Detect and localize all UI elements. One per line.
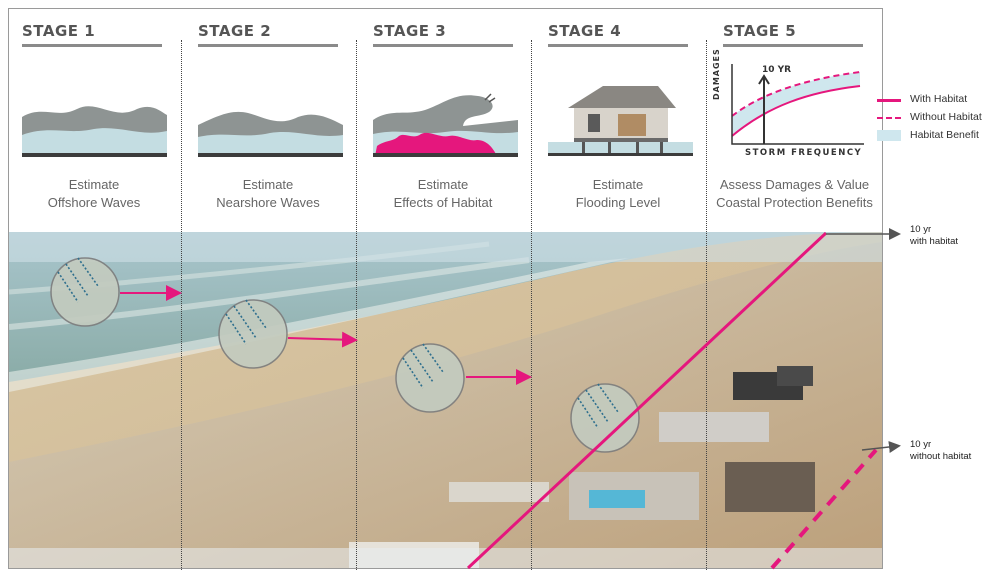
stage-2-description: Estimate Nearshore Waves: [188, 176, 348, 212]
stage-1-desc-line1: Estimate: [68, 177, 120, 192]
stage-1-rule: [22, 44, 162, 47]
annotation-with-habitat-line1: 10 yr: [910, 224, 932, 235]
stage-5-rule: [723, 44, 863, 47]
nearshore-wave-circle-icon: [218, 299, 288, 369]
flood-line-without-habitat: [770, 448, 878, 570]
offshore-wave-circle-icon: [50, 257, 120, 327]
annotation-with-habitat-line2: with habitat: [910, 236, 959, 247]
stage-divider-1: [181, 40, 182, 570]
stage-3-description: Estimate Effects of Habitat: [363, 176, 523, 212]
legend-habitat-benefit: Habitat Benefit: [910, 129, 979, 141]
stage-divider-4: [706, 40, 707, 570]
stage-1-description: Estimate Offshore Waves: [14, 176, 174, 212]
annotation-without-habitat: 10 yr without habitat: [910, 439, 971, 463]
stage-3-desc-line1: Estimate: [417, 177, 469, 192]
stage-2-desc-line2: Nearshore Waves: [216, 195, 320, 210]
with-habitat-swatch: [877, 99, 901, 102]
stage-1-desc-line2: Offshore Waves: [47, 195, 141, 210]
annotation-without-habitat-line1: 10 yr: [910, 439, 932, 450]
stage-3-desc-line2: Effects of Habitat: [393, 195, 493, 210]
flood-wave-circle-icon: [570, 383, 640, 453]
stage-1-title: STAGE 1: [22, 22, 96, 40]
flooding-house-icon: [548, 86, 693, 156]
legend-with-habitat: With Habitat: [910, 93, 968, 105]
stage-4-desc-line1: Estimate: [592, 177, 644, 192]
stage-4-rule: [548, 44, 688, 47]
without-habitat-swatch: [877, 117, 901, 119]
stage-5-title: STAGE 5: [723, 22, 797, 40]
damages-curve-chart: [731, 64, 864, 145]
nearshore-waves-icon: [198, 111, 343, 157]
habitat-effects-icon: [373, 93, 518, 157]
stage-2-desc-line1: Estimate: [242, 177, 294, 192]
stage-4-title: STAGE 4: [548, 22, 622, 40]
legend-without-habitat: Without Habitat: [910, 111, 982, 123]
stage-divider-2: [356, 40, 357, 570]
flood-line-with-habitat: [466, 231, 828, 570]
stage-5-description: Assess Damages & Value Coastal Protectio…: [712, 176, 877, 212]
stage-5-desc-line1: Assess Damages & Value: [719, 177, 870, 192]
stage-divider-3: [531, 40, 532, 570]
stage-2-title: STAGE 2: [198, 22, 272, 40]
stage-2-arrow: [287, 331, 358, 348]
stage-4-desc-line2: Flooding Level: [575, 195, 661, 210]
stage-5-desc-line2: Coastal Protection Benefits: [716, 195, 873, 210]
habitat-benefit-swatch: [877, 130, 901, 141]
annotation-without-habitat-line2: without habitat: [910, 451, 972, 462]
annotation-with-habitat: 10 yr with habitat: [910, 224, 958, 248]
stage-3-title: STAGE 3: [373, 22, 447, 40]
stage-3-rule: [373, 44, 513, 47]
without-habitat-pointer-arrow: [861, 441, 901, 453]
stage-4-description: Estimate Flooding Level: [538, 176, 698, 212]
mini-chart-xlabel: STORM FREQUENCY: [745, 148, 863, 158]
offshore-waves-icon: [22, 106, 167, 157]
stage-2-rule: [198, 44, 338, 47]
mini-chart-marker-label: 10 YR: [762, 65, 792, 75]
habitat-wave-circle-icon: [395, 343, 465, 413]
